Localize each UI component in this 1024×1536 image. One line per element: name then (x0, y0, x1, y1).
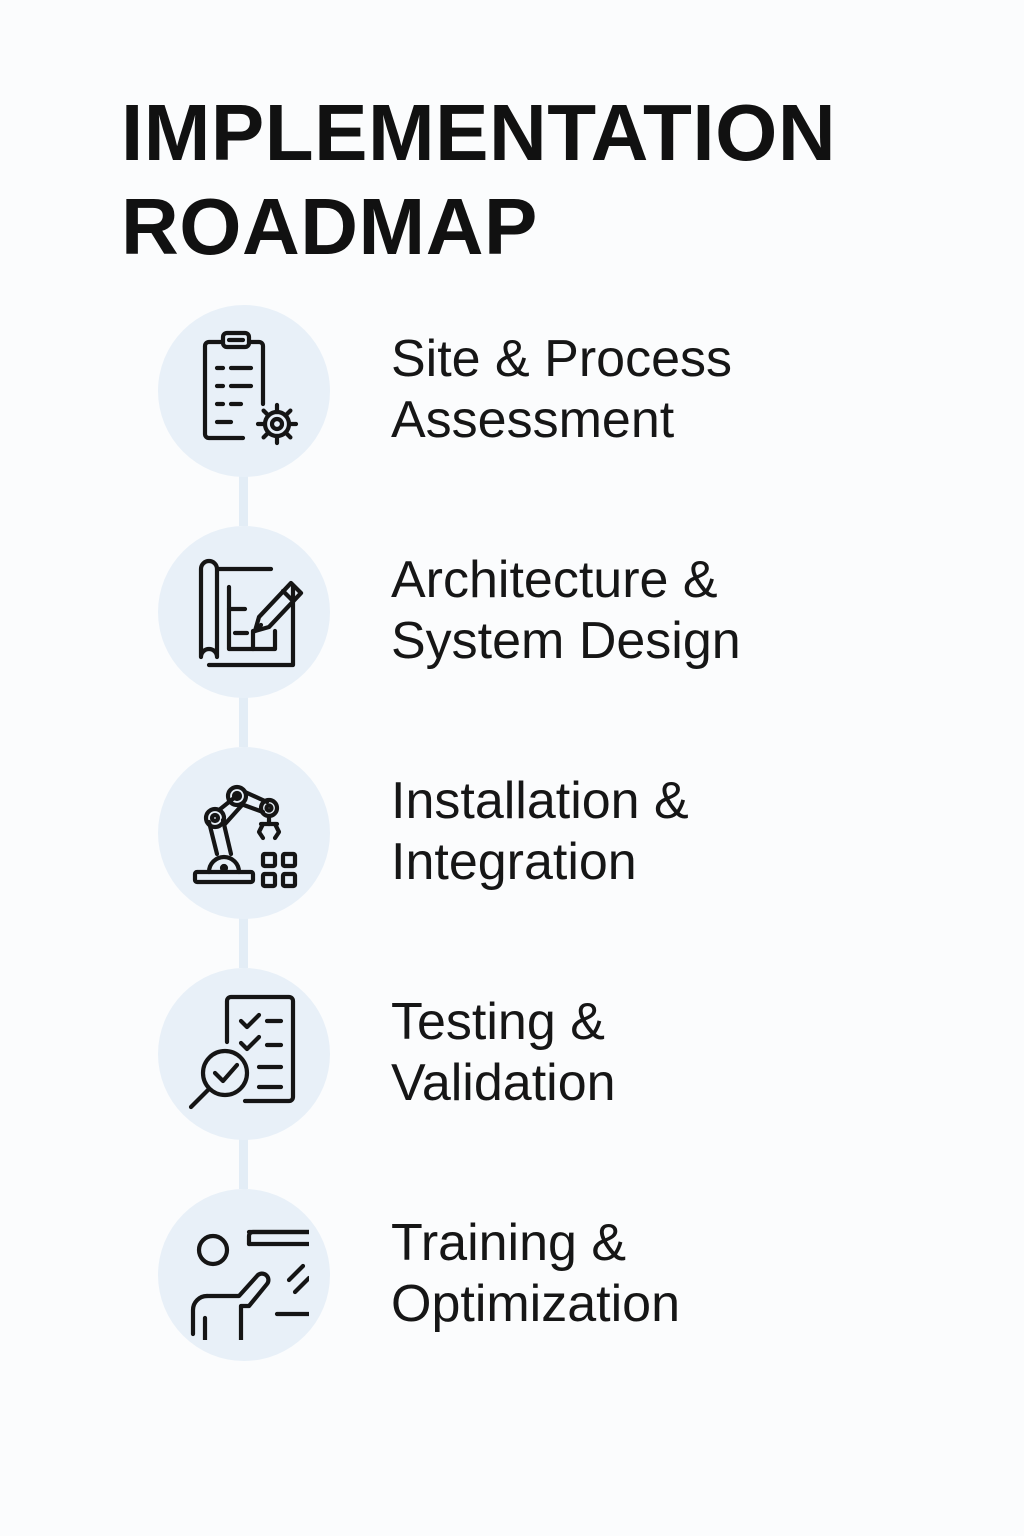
step-icon-circle (158, 1189, 330, 1361)
timeline-connector (239, 918, 248, 968)
step-label: Installation & Integration (391, 771, 689, 893)
timeline-connector (239, 476, 248, 526)
title-line-1: IMPLEMENTATION (121, 88, 837, 177)
page-title: IMPLEMENTATION ROADMAP (121, 86, 836, 274)
step-label: Site & Process Assessment (391, 329, 732, 451)
step-icon-circle (158, 526, 330, 698)
step-label-line-2: Assessment (391, 391, 675, 449)
step-label: Architecture & System Design (391, 550, 741, 672)
step-icon-circle (158, 747, 330, 919)
timeline-connector (239, 1139, 248, 1189)
robot-arm-icon (192, 784, 298, 889)
step-icon-circle (158, 305, 330, 477)
roadmap-step-training: Training & Optimization (158, 1189, 918, 1361)
roadmap-step-system-design: Architecture & System Design (158, 526, 918, 698)
step-label: Testing & Validation (391, 992, 616, 1114)
step-label-line-2: Integration (391, 833, 637, 891)
step-label-line-1: Architecture & (391, 551, 718, 609)
checklist-magnifier-icon (188, 994, 296, 1110)
step-label-line-1: Installation & (391, 772, 689, 830)
step-label: Training & Optimization (391, 1213, 680, 1335)
roadmap-step-site-assessment: Site & Process Assessment (158, 305, 918, 477)
blueprint-pencil-icon (198, 558, 304, 668)
roadmap-step-installation: Installation & Integration (158, 747, 918, 919)
timeline-connector (239, 697, 248, 747)
roadmap-step-testing: Testing & Validation (158, 968, 918, 1140)
step-icon-circle (158, 968, 330, 1140)
title-line-2: ROADMAP (121, 182, 538, 271)
clipboard-gear-icon (202, 330, 299, 446)
step-label-line-1: Site & Process (391, 330, 733, 388)
presenter-board-icon (190, 1229, 309, 1340)
step-label-line-2: Optimization (391, 1275, 680, 1333)
step-label-line-1: Training & (391, 1214, 627, 1272)
step-label-line-2: Validation (391, 1054, 616, 1112)
step-label-line-1: Testing & (391, 993, 605, 1051)
step-label-line-2: System Design (391, 612, 741, 670)
